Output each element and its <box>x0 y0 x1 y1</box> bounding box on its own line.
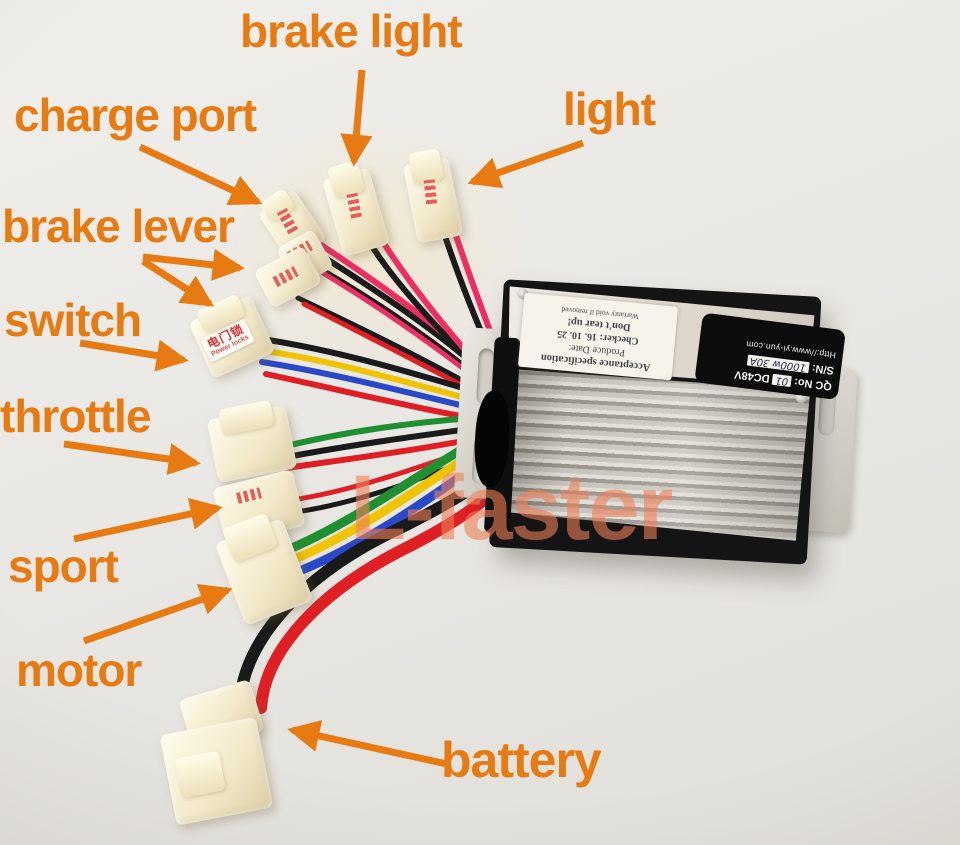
arrow-brake-lever-lower <box>141 258 215 307</box>
label-charge-port: charge port <box>14 89 257 141</box>
arrow-brake-light <box>340 69 373 167</box>
label-light: light <box>563 83 656 135</box>
arrow-charge-port <box>138 143 263 206</box>
label-brake-light: brake light <box>240 5 463 57</box>
label-battery: battery <box>441 732 602 788</box>
arrow-light <box>467 139 585 189</box>
watermark: L-faster <box>350 457 673 559</box>
label-brake-lever: brake lever <box>2 200 235 252</box>
arrow-motor <box>82 583 233 645</box>
label-switch: switch <box>4 294 142 346</box>
arrow-sport <box>73 498 223 543</box>
arrow-throttle <box>63 440 201 476</box>
arrow-switch <box>79 339 189 372</box>
label-throttle: throttle <box>0 390 151 442</box>
arrow-brake-lever-upper <box>142 248 245 281</box>
arrow-battery <box>287 720 448 768</box>
label-sport: sport <box>8 540 119 592</box>
label-motor: motor <box>16 644 142 696</box>
